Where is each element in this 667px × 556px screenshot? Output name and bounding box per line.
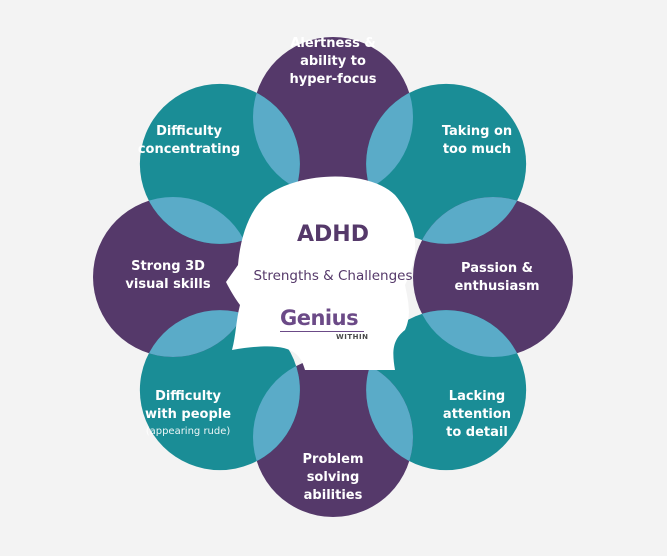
petal-overlap xyxy=(366,357,413,471)
petal-label-note: (appearing rude) xyxy=(145,426,231,437)
petal-label-bottom: Problem solving abilities xyxy=(263,451,403,505)
petal-label-line: Alertness & xyxy=(290,36,376,51)
petal-overlap xyxy=(139,197,253,244)
petal-label-line: Problem xyxy=(302,452,364,467)
diagram-subtitle: Strengths & Challenges xyxy=(253,268,413,284)
logo-wordmark: Genius xyxy=(280,306,359,330)
petal-label-line: solving xyxy=(306,470,360,485)
petal-label-line: abilities xyxy=(303,488,363,503)
petal-label-line: ability to xyxy=(300,54,366,69)
diagram-title: ADHD xyxy=(297,222,369,247)
genius-within-logo: Genius WITHIN xyxy=(272,306,382,346)
petal-label-line: Difficulty xyxy=(156,124,222,139)
petal-label-top: Alertness & ability to hyper-focus xyxy=(263,35,403,89)
petal-label-bottom-right: Lacking attention to detail xyxy=(407,388,547,442)
petal-label-line: too much xyxy=(442,142,512,157)
petal-label-line: with people xyxy=(144,407,232,422)
petal-label-line: enthusiasm xyxy=(454,279,540,294)
petal-overlap xyxy=(253,357,300,471)
logo-rule xyxy=(280,331,364,332)
petal-label-line: Lacking xyxy=(448,389,506,404)
petal-label-line: attention xyxy=(442,407,512,422)
petal-label-line: Passion & xyxy=(461,261,533,276)
head-silhouette xyxy=(226,176,416,370)
petal-label-top-right: Taking on too much xyxy=(407,123,547,159)
petal-label-right: Passion & enthusiasm xyxy=(427,260,567,296)
petal-overlap xyxy=(366,83,413,197)
petal-label-line: Strong 3D xyxy=(131,259,205,274)
petal-label-bottom-left: Difficulty with people (appearing rude) xyxy=(118,388,258,440)
logo-subline: WITHIN xyxy=(336,333,369,341)
petal-label-left: Strong 3D visual skills xyxy=(98,258,238,294)
petal-overlap xyxy=(139,310,253,357)
petal-label-line: Taking on xyxy=(441,124,513,139)
petal-label-line: Difficulty xyxy=(155,389,221,404)
petal-overlap xyxy=(413,197,527,244)
petal-label-line: to detail xyxy=(446,425,508,440)
petal-overlap xyxy=(413,310,527,357)
petal-overlap xyxy=(253,83,300,197)
petal-label-line: hyper-focus xyxy=(289,72,377,87)
petal-label-line: concentrating xyxy=(137,142,241,157)
petal-label-line: visual skills xyxy=(125,277,211,292)
petal-label-top-left: Difficulty concentrating xyxy=(119,123,259,159)
